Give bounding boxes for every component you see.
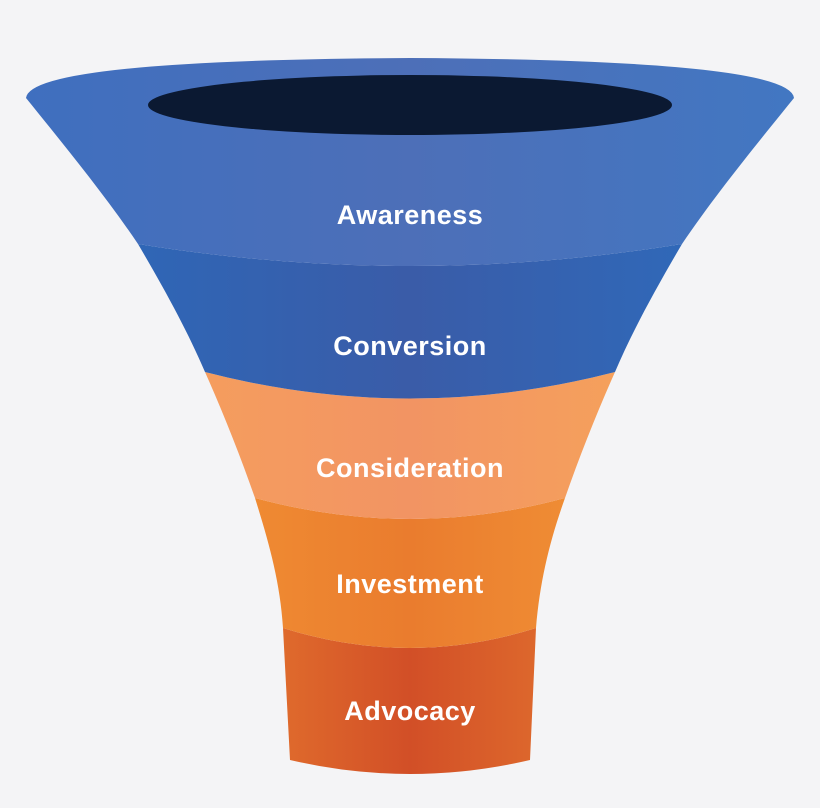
stage-label-conversion: Conversion xyxy=(333,331,487,361)
funnel-section-conversion xyxy=(138,244,682,399)
stage-label-consideration: Consideration xyxy=(316,453,504,483)
stage-label-advocacy: Advocacy xyxy=(344,696,476,726)
stage-label-investment: Investment xyxy=(336,569,484,599)
stage-label-awareness: Awareness xyxy=(337,200,484,230)
funnel-section-investment xyxy=(255,498,565,648)
funnel-section-consideration xyxy=(205,372,615,519)
funnel-opening xyxy=(148,75,672,135)
funnel-section-advocacy xyxy=(283,628,536,774)
